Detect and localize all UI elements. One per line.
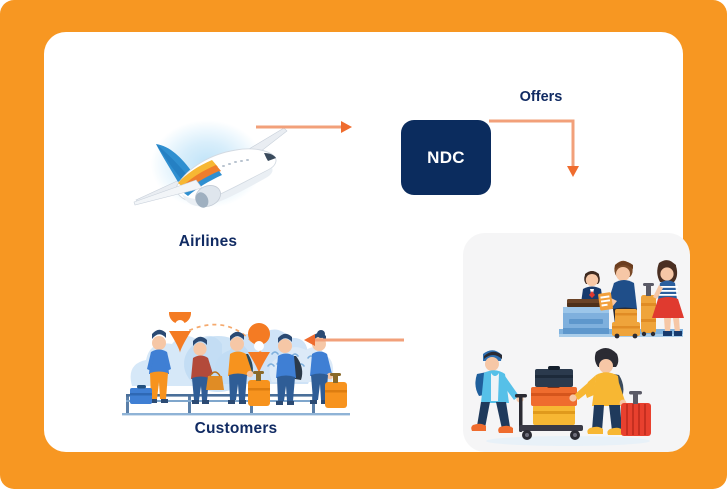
airlines-label: Airlines bbox=[178, 233, 238, 250]
airlines-node: Airlines bbox=[122, 104, 294, 264]
diagram-card: Airlines NDC bbox=[44, 32, 690, 452]
customers-label: Customers bbox=[194, 420, 278, 437]
airport-scene-illustration bbox=[471, 260, 684, 446]
offers-label: Offers bbox=[519, 89, 563, 105]
airplane-icon bbox=[133, 127, 288, 208]
customers-queue-illustration bbox=[122, 312, 350, 416]
list-item bbox=[191, 336, 224, 404]
customers-node: Customers bbox=[122, 312, 350, 442]
list-item bbox=[310, 330, 334, 404]
luggage-cart-icon bbox=[471, 347, 651, 446]
list-item bbox=[276, 333, 303, 405]
list-item bbox=[228, 331, 254, 404]
list-item bbox=[147, 329, 171, 403]
location-pin-icon bbox=[248, 323, 271, 374]
airport-services-panel bbox=[463, 233, 690, 452]
check-in-counter-icon bbox=[559, 260, 684, 339]
location-pin-icon bbox=[169, 312, 191, 353]
ndc-label: NDC bbox=[427, 147, 465, 167]
ndc-node[interactable]: NDC bbox=[401, 120, 491, 195]
